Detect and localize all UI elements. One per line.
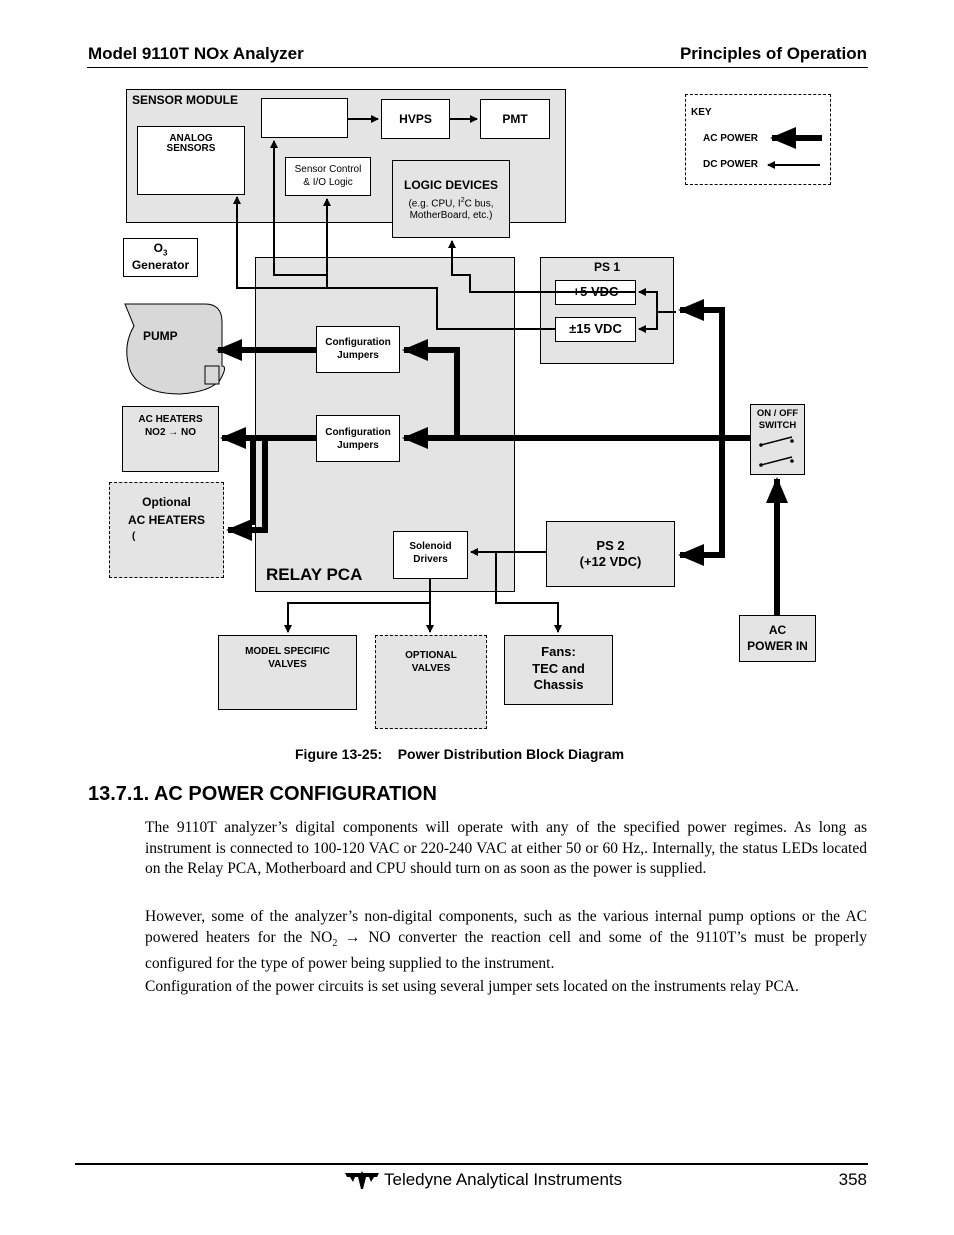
config-jumpers-1-box: Configuration Jumpers (316, 326, 400, 373)
o3-generator-box: O3 Generator (123, 238, 198, 277)
ac-heaters-label-2: NO2 → NO (144, 427, 197, 438)
paragraph-2: However, some of the analyzer’s non-digi… (145, 907, 867, 975)
teledyne-logo-icon (345, 1171, 379, 1189)
optional-heaters-label-3: ( (132, 531, 136, 542)
paragraph-1: The 9110T analyzer’s digital components … (145, 819, 867, 877)
sensor-control-box: Sensor Control & I/O Logic (285, 157, 371, 196)
relay-pca-label: RELAY PCA (266, 565, 363, 584)
sensor-blank-box (261, 98, 348, 138)
ac-power-in-box: AC POWER IN (739, 615, 816, 662)
logic-devices-sub-sup: 2 (460, 197, 465, 204)
footer-rule (75, 1163, 868, 1165)
analog-sensors-label-2: SENSORS (166, 143, 216, 154)
ps1-box: PS 1 (540, 257, 674, 364)
key-ac-power: AC POWER (703, 133, 758, 144)
config-jumpers-2-label-1: Configuration (325, 427, 391, 438)
hvps-box: HVPS (381, 99, 450, 139)
solenoid-drivers-box: Solenoid Drivers (393, 531, 468, 579)
ac-power-in-label-1: AC (768, 623, 787, 637)
paragraph-2-sub: 2 (332, 937, 338, 949)
logic-devices-sub-text-2: C bus, (464, 198, 494, 210)
ac-power-in-label-2: POWER IN (747, 639, 808, 653)
footer-company: Teledyne Analytical Instruments (384, 1170, 623, 1189)
o3-generator-label: Generator (131, 258, 190, 272)
model-valves-label-1: MODEL SPECIFIC (245, 646, 330, 657)
key-dc-power: DC POWER (703, 159, 758, 170)
analog-sensors-label-1: ANALOG (169, 133, 213, 144)
optional-heaters-label-2: AC HEATERS (127, 513, 206, 527)
solenoid-label-1: Solenoid (409, 541, 452, 552)
header-rule (87, 67, 868, 68)
logic-devices-label: LOGIC DEVICES (403, 178, 498, 192)
optional-heaters-label-1: Optional (142, 495, 191, 509)
pump-label: PUMP (143, 329, 178, 343)
header-title-right: Principles of Operation (679, 44, 867, 63)
on-off-switch-box: ON / OFF SWITCH (750, 404, 805, 475)
paragraph-2-b: → NO converter the reaction cell and som… (145, 928, 867, 973)
paragraph-2-a: However, some of the analyzer’s non-digi… (145, 908, 867, 946)
ps2-box: PS 2 (+12 VDC) (546, 521, 675, 587)
fans-label-1: Fans: (541, 644, 576, 659)
analog-sensors-box: ANALOG SENSORS (137, 126, 245, 195)
logic-devices-sub-text-1: (e.g. CPU, I (408, 198, 461, 210)
ps2-label-1: PS 2 (596, 538, 625, 553)
optional-valves-label-2: VALVES (411, 663, 451, 674)
optional-valves-label-1: OPTIONAL (405, 650, 457, 661)
section-heading: 13.7.1. AC POWER CONFIGURATION (88, 783, 437, 805)
hvps-label: HVPS (399, 112, 432, 126)
config-jumpers-2-box: Configuration Jumpers (316, 415, 400, 462)
logic-devices-box: LOGIC DEVICES (e.g. CPU, I2C bus, Mother… (392, 160, 510, 238)
ps2-label-2: (+12 VDC) (579, 554, 642, 569)
pmt-box: PMT (480, 99, 550, 139)
pmt-label: PMT (502, 112, 528, 126)
fans-box: Fans: TEC and Chassis (504, 635, 613, 705)
logic-devices-sub-1: (e.g. CPU, I2C bus, (393, 197, 509, 210)
o3-label: O3 (124, 241, 197, 258)
model-specific-valves-box: MODEL SPECIFIC VALVES (218, 635, 357, 710)
footer-page-number: 358 (838, 1170, 867, 1189)
o3-main: O (153, 241, 163, 255)
config-jumpers-1-label-2: Jumpers (337, 350, 379, 361)
pm15-vdc-label: ±15 VDC (569, 321, 622, 336)
on-off-label-2: SWITCH (758, 420, 797, 431)
key-title: KEY (691, 107, 712, 118)
optional-heaters-box: Optional AC HEATERS ( (109, 482, 224, 578)
fans-label-2: TEC and (532, 661, 585, 676)
sensor-module-label: SENSOR MODULE (132, 93, 239, 107)
ac-heaters-label-1: AC HEATERS (138, 414, 203, 425)
solenoid-label-2: Drivers (413, 554, 448, 565)
o3-subscript: 3 (162, 248, 168, 258)
ac-heaters-box: AC HEATERS NO2 → NO (122, 406, 219, 472)
optional-valves-box: OPTIONAL VALVES (375, 635, 487, 729)
pump-icon (124, 303, 226, 395)
figure-caption: Figure 13-25: Power Distribution Block D… (295, 746, 625, 762)
ps1-label: PS 1 (593, 260, 620, 274)
switch-icon (759, 436, 794, 467)
sensor-control-label-1: Sensor Control (294, 164, 362, 175)
on-off-label-1: ON / OFF (756, 408, 799, 419)
fans-label-3: Chassis (533, 677, 584, 692)
model-valves-label-2: VALVES (268, 659, 307, 670)
config-jumpers-2-label-2: Jumpers (337, 440, 379, 451)
paragraph-3: Configuration of the power circuits is s… (145, 978, 799, 995)
logic-devices-sub-2: MotherBoard, etc.) (409, 210, 493, 221)
sensor-control-label-2: & I/O Logic (303, 177, 353, 188)
config-jumpers-1-label-1: Configuration (325, 337, 391, 348)
pm15-vdc-box: ±15 VDC (555, 317, 636, 342)
header-title-left: Model 9110T NOx Analyzer (88, 44, 304, 63)
